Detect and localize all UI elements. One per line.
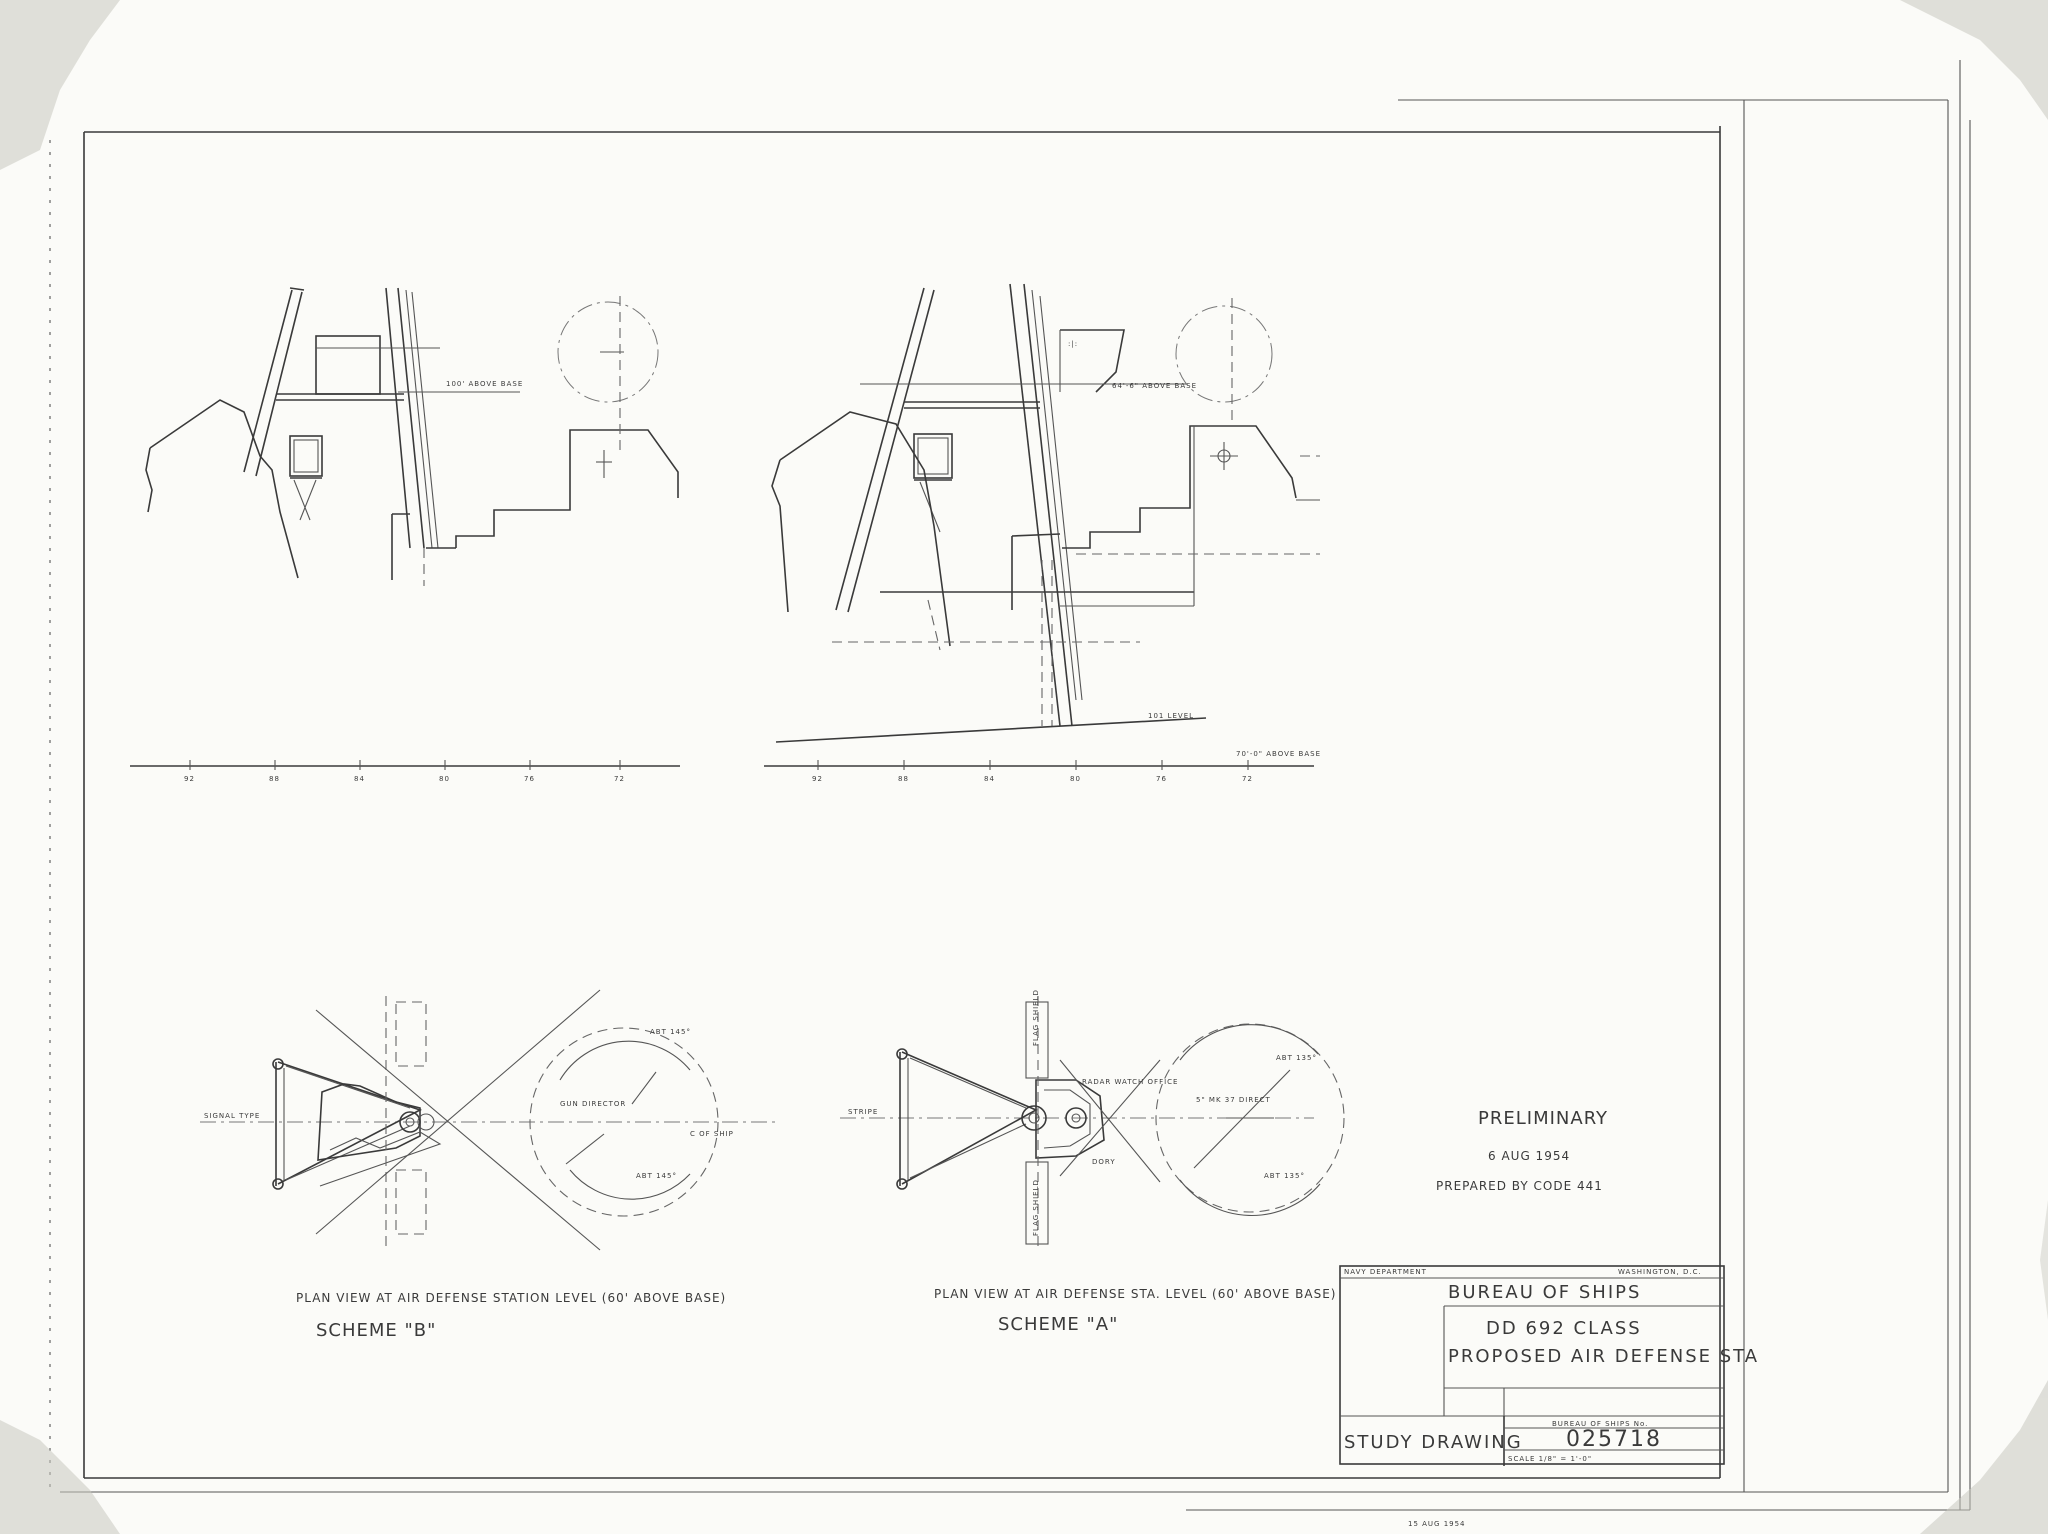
abt-145-top: ABT 145°	[650, 1028, 691, 1036]
frame-number: 72	[1242, 775, 1253, 783]
frame-number: 76	[524, 775, 535, 783]
scheme-b-caption: SCHEME "B"	[316, 1320, 436, 1341]
bureau-label: BUREAU OF SHIPS	[1448, 1282, 1641, 1303]
bureau-no-label: BUREAU OF SHIPS No.	[1552, 1420, 1648, 1428]
date-note: 6 AUG 1954	[1488, 1149, 1570, 1163]
frame-number: 84	[984, 775, 995, 783]
frame-number: 72	[614, 775, 625, 783]
scale-label: SCALE 1/8" = 1'-0"	[1508, 1455, 1592, 1463]
deck-level-label: 101 LEVEL	[1148, 712, 1194, 720]
scheme-a-level-label: 64'-6" ABOVE BASE	[1112, 382, 1197, 390]
scheme-b-frame-ticks	[189, 760, 621, 770]
scheme-a-elevation: :|: 101 LEVEL	[764, 283, 1321, 770]
drawing-number: 025718	[1566, 1427, 1662, 1452]
title-block: NAVY DEPARTMENT WASHINGTON, D.C. BUREAU …	[1339, 1265, 1759, 1466]
location-label: WASHINGTON, D.C.	[1618, 1268, 1702, 1276]
prepared-by-note: PREPARED BY CODE 441	[1436, 1179, 1603, 1193]
plan-a-caption: PLAN VIEW AT AIR DEFENSE STA. LEVEL (60'…	[934, 1287, 1336, 1301]
dory-label: DORY	[1092, 1158, 1116, 1166]
scheme-a-frame-numbers: 92 88 84 80 76 72	[812, 775, 1253, 783]
flag-shield-top-label: FLAG SHIELD	[1032, 989, 1040, 1046]
ship-class-label: DD 692 CLASS	[1486, 1318, 1642, 1339]
c-of-ship-label: C OF SHIP	[690, 1130, 734, 1138]
subject-label: PROPOSED AIR DEFENSE STA	[1448, 1346, 1759, 1367]
gun-director-label: GUN DIRECTOR	[560, 1100, 626, 1108]
drawing-type-label: STUDY DRAWING	[1344, 1432, 1523, 1453]
abt-135-bot: ABT 135°	[1264, 1172, 1305, 1180]
scheme-a-caption: SCHEME "A"	[998, 1314, 1118, 1335]
plan-b-caption: PLAN VIEW AT AIR DEFENSE STATION LEVEL (…	[296, 1291, 726, 1305]
frame-number: 88	[269, 775, 280, 783]
footer-stamp: 15 AUG 1954	[1408, 1520, 1466, 1528]
preliminary-note: PRELIMINARY	[1478, 1108, 1608, 1129]
frame-number: 92	[184, 775, 195, 783]
mk-gun-label: 5" MK 37 DIRECT	[1196, 1096, 1271, 1104]
scheme-b-frame-numbers: 92 88 84 80 76 72	[184, 775, 625, 783]
frame-number: 80	[439, 775, 450, 783]
right-level-label: 70'-0" ABOVE BASE	[1236, 750, 1321, 758]
scheme-b-elevation: 100' ABOVE BASE	[130, 287, 680, 770]
scheme-b-level-label: 100' ABOVE BASE	[446, 380, 523, 388]
abt-145-bot: ABT 145°	[636, 1172, 677, 1180]
frame-number: 88	[898, 775, 909, 783]
radar-watch-office-label: RADAR WATCH OFFICE	[1082, 1078, 1178, 1086]
flag-shield-bottom-label: FLAG SHIELD	[1032, 1179, 1040, 1236]
frame-number: 84	[354, 775, 365, 783]
frame-number: 76	[1156, 775, 1167, 783]
stripe-b-label: SIGNAL TYPE	[204, 1112, 260, 1120]
scheme-b-plan: ABT 145° ABT 145° GUN DIRECTOR SIGNAL TY…	[200, 989, 780, 1251]
abt-135-top: ABT 135°	[1276, 1054, 1317, 1062]
frame-number: 92	[812, 775, 823, 783]
department-label: NAVY DEPARTMENT	[1344, 1268, 1427, 1276]
scheme-a-plan: ABT 135° ABT 135° 5" MK 37 DIRECT RADAR …	[840, 989, 1345, 1250]
scheme-a-frame-ticks	[817, 760, 1249, 770]
svg-text::|:: :|:	[1068, 340, 1078, 348]
frame-number: 80	[1070, 775, 1081, 783]
stripe-a-label: STRIPE	[848, 1108, 878, 1116]
